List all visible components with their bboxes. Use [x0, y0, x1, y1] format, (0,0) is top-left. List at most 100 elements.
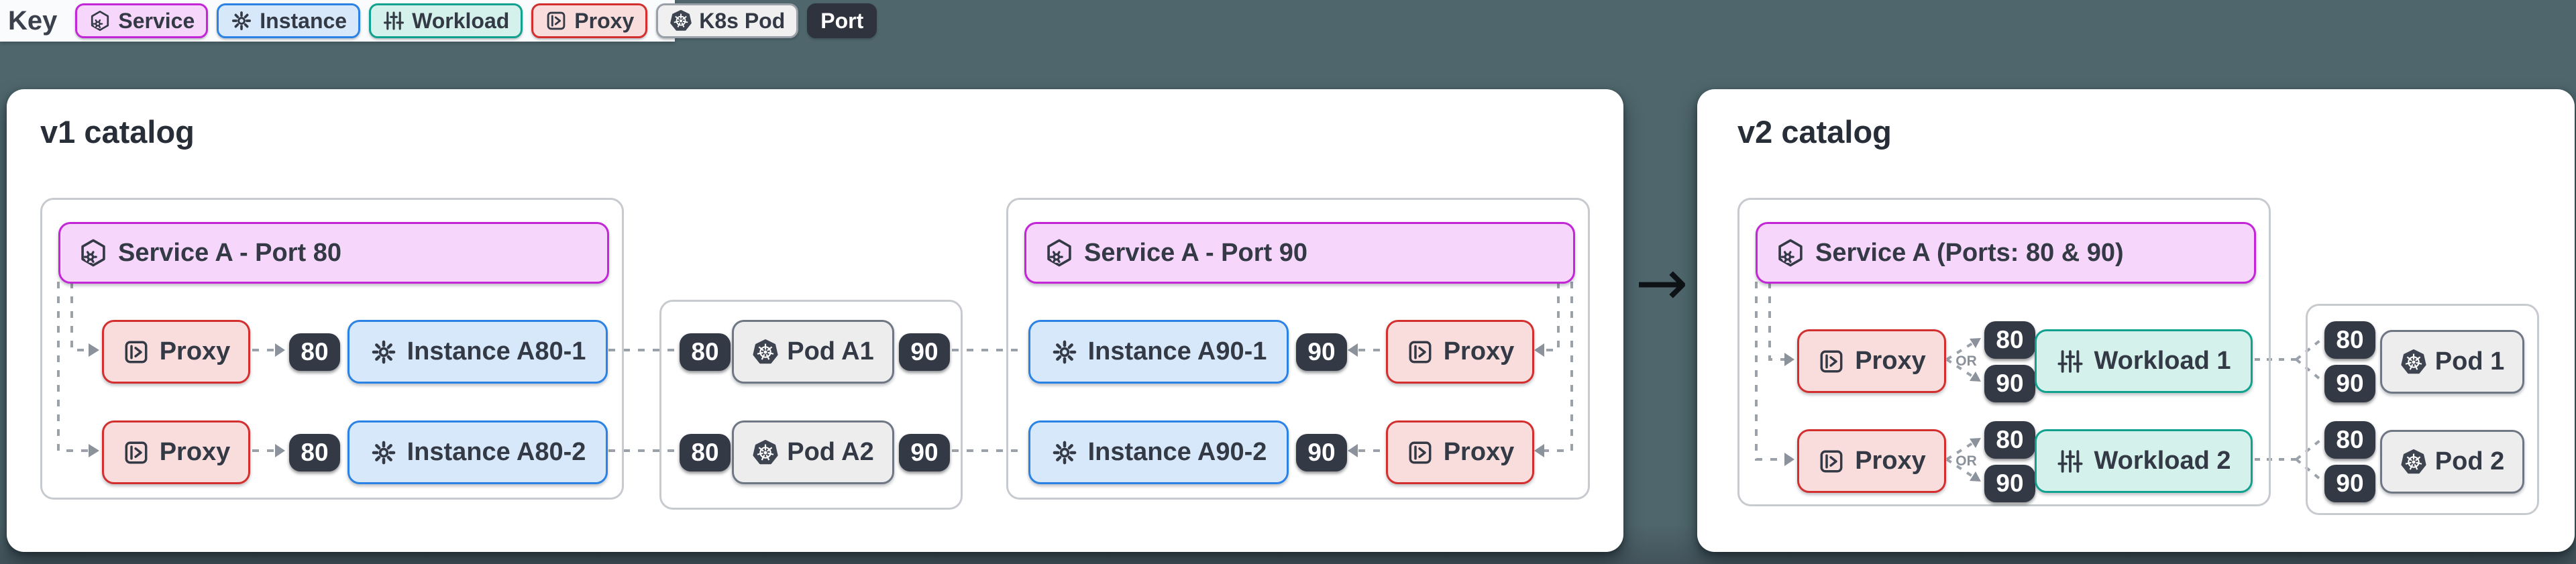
- k8s-icon: [2401, 349, 2426, 374]
- port-badge: 80: [680, 434, 731, 471]
- proxy-node: Proxy: [102, 320, 250, 384]
- k8s-icon: [670, 9, 692, 31]
- pod-node: Pod 1: [2380, 330, 2524, 394]
- or-label: OR: [1955, 353, 1977, 369]
- transition-arrow: →: [1635, 247, 1688, 320]
- service-node-port90: Service A - Port 90: [1024, 222, 1575, 284]
- proxy-label: Proxy: [159, 337, 231, 365]
- service-label: Service A - Port 80: [118, 238, 342, 267]
- v2-pods-group: 80 90 Pod 1 80 90 Pod 2: [2306, 304, 2539, 515]
- proxy-label: Proxy: [1443, 337, 1515, 365]
- instance-label: Instance A90-1: [1087, 337, 1267, 365]
- port-badge: 90: [1984, 365, 2035, 402]
- proxy-icon: [125, 441, 148, 463]
- service-icon: [1778, 239, 1803, 267]
- pod-label: Pod A2: [787, 438, 874, 466]
- legend-chip-label: Instance: [260, 8, 347, 33]
- pod-label: Pod A1: [787, 337, 874, 365]
- port-badge: 80: [289, 434, 340, 471]
- or-label: OR: [1955, 453, 1977, 469]
- gear-icon: [370, 338, 398, 366]
- proxy-node: Proxy: [1386, 420, 1534, 484]
- service-node-port80: Service A - Port 80: [58, 222, 609, 284]
- service-label: Service A (Ports: 80 & 90): [1815, 238, 2124, 267]
- pod-node: Pod 2: [2380, 430, 2524, 494]
- v2-service-group: Service A (Ports: 80 & 90) Proxy OR 80 9…: [1737, 198, 2271, 506]
- v1-group-port80: Service A - Port 80 Proxy 80 Instance A8…: [40, 198, 624, 500]
- instance-label: Instance A90-2: [1087, 438, 1267, 466]
- legend-chip-workload: Workload: [369, 3, 523, 38]
- proxy-label: Proxy: [1855, 347, 1926, 375]
- proxy-node: Proxy: [1797, 429, 1946, 493]
- instance-node: Instance A80-2: [347, 420, 608, 484]
- proxy-label: Proxy: [159, 438, 231, 466]
- proxy-icon: [1409, 441, 1432, 463]
- instance-node: Instance A80-1: [347, 320, 608, 384]
- proxy-node: Proxy: [1386, 320, 1534, 384]
- port-badge: 90: [1296, 434, 1347, 471]
- workload-node: Workload 1: [2035, 329, 2253, 393]
- proxy-node: Proxy: [1797, 329, 1946, 393]
- port-badge: 80: [289, 333, 340, 371]
- workload-node: Workload 2: [2035, 429, 2253, 493]
- gear-icon: [232, 11, 252, 31]
- key-label: Key: [8, 5, 58, 36]
- instance-node: Instance A90-1: [1028, 320, 1289, 384]
- service-icon: [1047, 239, 1071, 267]
- sliders-icon: [2057, 349, 2083, 373]
- pod-label: Pod 1: [2434, 347, 2505, 376]
- gear-icon: [1051, 338, 1079, 366]
- proxy-node: Proxy: [102, 420, 250, 484]
- port-badge: 80: [2324, 421, 2375, 459]
- port-badge: 90: [899, 333, 950, 371]
- v1-group-port90: Service A - Port 90 Instance A90-1 90 Pr…: [1006, 198, 1590, 500]
- port-badge: 90: [2324, 465, 2375, 502]
- instance-label: Instance A80-1: [407, 337, 586, 365]
- legend-chip-k8s-pod: K8s Pod: [656, 3, 799, 38]
- v1-panel-title: v1 catalog: [40, 114, 195, 150]
- service-icon: [91, 10, 109, 32]
- port-badge: 90: [1296, 333, 1347, 371]
- legend-chip-instance: Instance: [217, 3, 361, 38]
- proxy-label: Proxy: [1855, 447, 1926, 475]
- service-icon: [81, 239, 105, 267]
- legend-chip-label: Service: [118, 8, 195, 33]
- service-label: Service A - Port 90: [1084, 238, 1308, 267]
- port-badge: 80: [1984, 421, 2035, 459]
- instance-label: Instance A80-2: [407, 438, 586, 466]
- legend-chip-label: Port: [820, 8, 864, 33]
- key-legend-bar: Key Service Instance Workload Proxy K8s …: [0, 0, 877, 42]
- proxy-icon: [1409, 341, 1432, 363]
- port-badge: 80: [680, 333, 731, 371]
- v2-catalog-panel: v2 catalog Service A (Ports: 80 & 90) Pr…: [1697, 89, 2575, 552]
- legend-chip-label: Workload: [412, 8, 510, 33]
- gear-icon: [1051, 439, 1079, 467]
- proxy-icon: [1820, 450, 1843, 472]
- service-node-ports-80-90: Service A (Ports: 80 & 90): [1756, 222, 2256, 284]
- port-badge: 80: [2324, 321, 2375, 359]
- workload-label: Workload 1: [2094, 347, 2231, 375]
- v1-catalog-panel: v1 catalog Service A - Port 80 Proxy 80 …: [7, 89, 1623, 552]
- legend-chip-service: Service: [75, 3, 209, 38]
- port-badge: 90: [1984, 465, 2035, 502]
- workload-label: Workload 2: [2094, 447, 2231, 475]
- sliders-icon: [384, 11, 405, 30]
- k8s-icon: [2401, 449, 2426, 473]
- legend-chip-port: Port: [807, 3, 877, 38]
- pod-label: Pod 2: [2434, 447, 2505, 475]
- proxy-icon: [1820, 350, 1843, 372]
- instance-node: Instance A90-2: [1028, 420, 1289, 484]
- proxy-icon: [125, 341, 148, 363]
- port-badge: 90: [899, 434, 950, 471]
- proxy-icon: [547, 11, 566, 30]
- sliders-icon: [2057, 449, 2083, 473]
- pod-node: Pod A2: [732, 420, 894, 484]
- v1-pods-group: 80 Pod A1 90 80 Pod A2 90: [659, 300, 963, 510]
- port-badge: 90: [2324, 365, 2375, 402]
- legend-chip-label: Proxy: [574, 8, 635, 33]
- k8s-icon: [753, 439, 778, 464]
- gear-icon: [370, 439, 398, 467]
- legend-chip-proxy: Proxy: [531, 3, 648, 38]
- port-badge: 80: [1984, 321, 2035, 359]
- proxy-label: Proxy: [1443, 438, 1515, 466]
